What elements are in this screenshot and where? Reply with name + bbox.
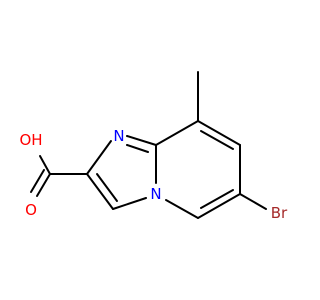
bond-c6-br	[239, 193, 267, 210]
bond-c8-c7	[197, 120, 241, 146]
atom-label-bridgehead-nitrogen: N	[150, 185, 161, 203]
molecule-canvas: O OH N N Br	[19, 71, 288, 222]
bond-c8a-n1-inner	[126, 144, 149, 153]
atom-label-bromine: Br	[271, 204, 288, 222]
bond-c8a-n1	[126, 135, 157, 146]
bond-c5-n4	[165, 199, 199, 219]
bond-c6-c5-inner	[200, 189, 234, 209]
bond-carboxyl-o-a	[36, 173, 51, 197]
bond-c8-c8a	[155, 120, 199, 146]
bond-c3-n4	[112, 197, 147, 210]
bond-c8-c7-inner	[200, 130, 234, 150]
bond-c2-c3-inner	[96, 173, 118, 202]
structure-diagram: O OH N N Br	[19, 71, 288, 222]
atom-label-imidazole-nitrogen: N	[113, 127, 124, 145]
bond-n1-c2	[86, 140, 112, 175]
atom-label-carbonyl-oxygen: O	[25, 201, 37, 219]
atom-label-hydroxyl: OH	[19, 131, 42, 149]
bond-c2-c3	[86, 173, 114, 210]
bond-carboxyl-o-b	[30, 169, 45, 193]
bond-c6-c5	[197, 193, 241, 219]
bond-carboxyl-oh	[39, 155, 51, 175]
